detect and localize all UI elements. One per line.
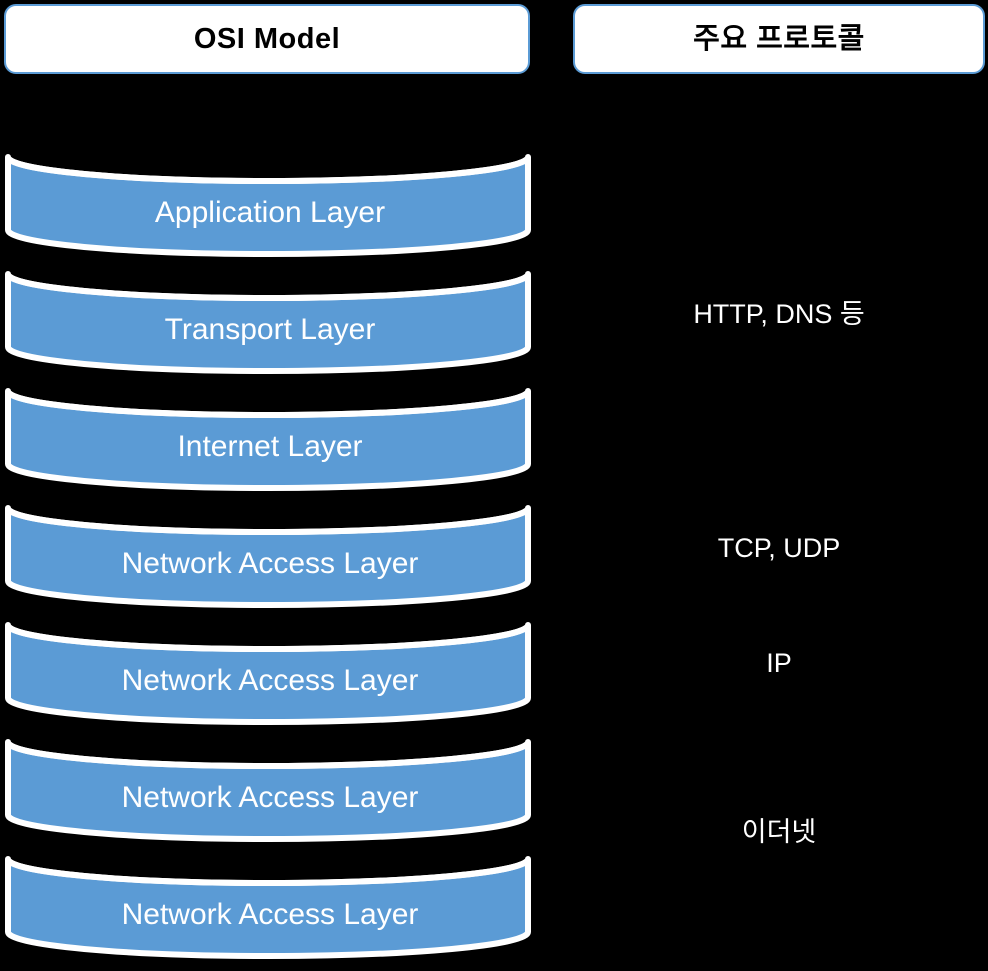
protocol-label-link: 이더넷 — [741, 817, 817, 847]
protocol-header-title: 주요 프로토콜 — [693, 22, 865, 55]
osi-model-header-title: OSI Model — [193, 22, 341, 55]
cylinder-band-3 — [8, 391, 528, 488]
osi-layer-stack: Application Layer Transport Layer Intern… — [0, 120, 540, 971]
cylinder-band-5 — [8, 625, 528, 722]
protocol-label-internet: IP — [766, 648, 792, 678]
protocol-header-box: 주요 프로토콜 — [573, 4, 985, 74]
cylinder-band-7 — [8, 859, 528, 956]
cylinder-band-6 — [8, 742, 528, 839]
osi-model-header-box: OSI Model — [4, 4, 530, 74]
protocol-label-application: HTTP, DNS 등 — [693, 299, 865, 329]
protocol-label-transport: TCP, UDP — [717, 533, 841, 563]
cylinder-band-2 — [8, 274, 528, 371]
cylinder-band-4 — [8, 508, 528, 605]
cylinder-stack-graphic — [0, 120, 540, 971]
cylinder-band-1 — [8, 157, 528, 254]
